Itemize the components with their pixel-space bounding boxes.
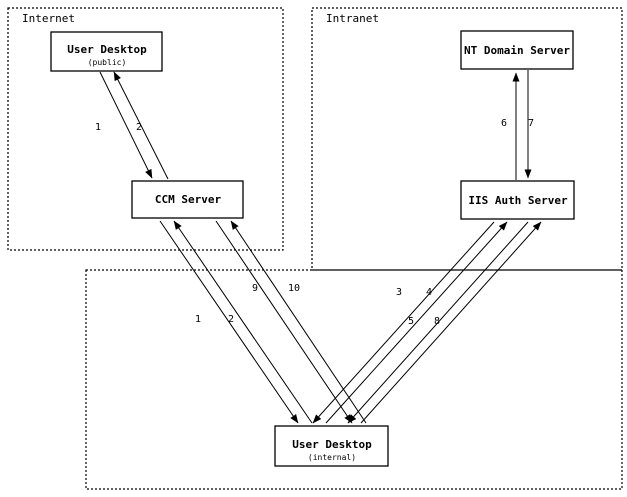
node-label-user-desktop-internal: User Desktop — [292, 438, 372, 451]
node-box-ccm-server[interactable] — [131, 180, 244, 219]
zone-label-internet: Internet — [22, 12, 75, 25]
step-label-6-iis-nt: 6 — [501, 118, 507, 129]
zone-internet-border — [7, 7, 284, 251]
step-label-5-iis-internal: 5 — [408, 316, 414, 327]
node-label-nt-domain-server: NT Domain Server — [464, 44, 570, 57]
step-label-10-internal-ccm: 10 — [288, 283, 300, 294]
zone-intranet-border — [311, 7, 623, 271]
flow-line-9-ccm-to-internal — [215, 220, 353, 424]
flow-line-1-public-to-ccm — [99, 71, 153, 179]
node-sublabel-user-desktop-internal: (internal) — [308, 453, 356, 462]
node-label-user-desktop-public: User Desktop — [67, 43, 147, 56]
flow-line-4-internal-to-iis — [325, 221, 508, 424]
flow-line-2-ccm-to-public — [113, 71, 169, 180]
step-label-1-public-ccm: 1 — [95, 122, 101, 133]
node-labels: User Desktop (public) NT Domain Server C… — [67, 43, 570, 462]
flow-line-5-iis-to-internal — [347, 221, 529, 424]
step-label-2-internal-ccm: 2 — [228, 314, 234, 325]
node-box-user-desktop-internal[interactable] — [274, 425, 389, 467]
step-label-1-ccm-internal: 1 — [195, 314, 201, 325]
node-box-nt-domain-server[interactable] — [460, 30, 574, 70]
flow-line-2-internal-to-ccm — [173, 220, 313, 424]
zone-label-intranet: Intranet — [326, 12, 379, 25]
flow-connectors — [99, 70, 542, 424]
node-box-user-desktop-public[interactable] — [50, 31, 163, 72]
node-boxes — [50, 30, 575, 467]
node-label-ccm-server: CCM Server — [155, 193, 222, 206]
flow-line-10-internal-to-ccm — [230, 220, 367, 424]
step-label-9-ccm-internal: 9 — [252, 283, 258, 294]
node-label-iis-auth-server: IIS Auth Server — [468, 194, 568, 207]
flow-line-3-iis-to-internal — [312, 221, 495, 424]
step-label-7-nt-iis: 7 — [528, 118, 534, 129]
step-label-3-iis-internal: 3 — [396, 287, 402, 298]
zone-internal-border — [85, 269, 623, 490]
step-label-4-internal-iis: 4 — [426, 287, 432, 298]
flow-step-labels: 1 2 1 2 9 10 3 4 5 8 6 7 — [95, 118, 534, 327]
flow-line-1-ccm-to-internal — [159, 220, 299, 424]
zone-boundaries — [7, 7, 623, 490]
flow-line-8-internal-to-iis — [360, 221, 542, 424]
zone-labels: Internet Intranet — [22, 12, 379, 25]
step-label-8-internal-iis: 8 — [434, 316, 440, 327]
step-label-2-ccm-public: 2 — [136, 122, 142, 133]
node-box-iis-auth-server[interactable] — [460, 180, 575, 220]
node-sublabel-user-desktop-public: (public) — [88, 58, 127, 67]
